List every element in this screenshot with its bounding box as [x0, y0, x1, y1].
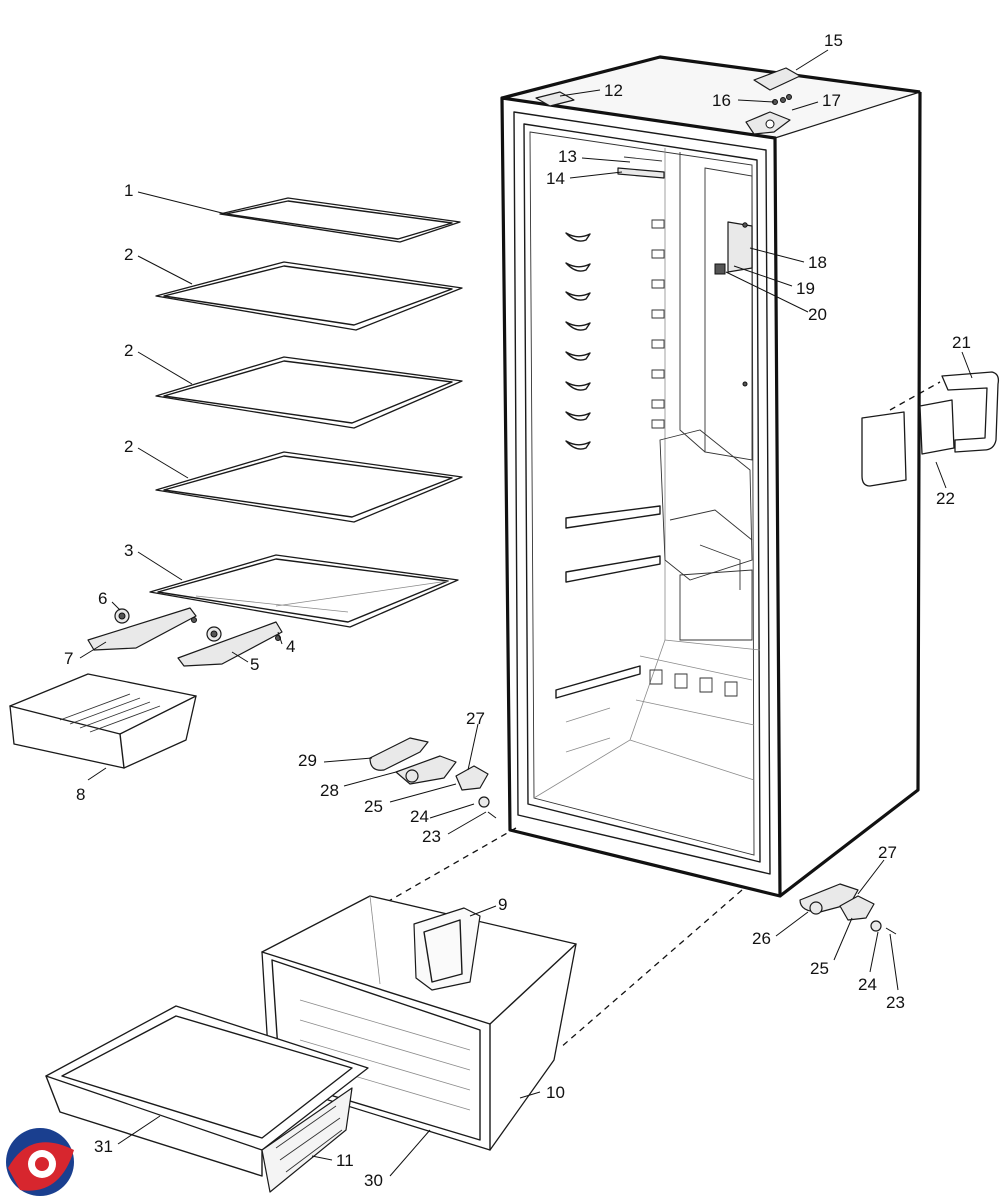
- brand-swirl-logo: [6, 1128, 74, 1196]
- callout-29: 29: [298, 751, 317, 770]
- assembly-line: [559, 889, 743, 1049]
- callout-17: 17: [822, 91, 841, 110]
- callout-3: 3: [124, 541, 133, 560]
- assembly-line: [379, 827, 517, 907]
- hinge-parts-upper: [369, 737, 497, 819]
- callout-15: 15: [824, 31, 843, 50]
- callout-14: 14: [546, 169, 565, 188]
- callout-6: 6: [98, 589, 107, 608]
- callout-10: 10: [546, 1083, 565, 1102]
- callout-30: 30: [364, 1171, 383, 1190]
- callout-23-lower: 23: [886, 993, 905, 1012]
- callout-7: 7: [64, 649, 73, 668]
- callout-24-lower: 24: [858, 975, 877, 994]
- callout-20: 20: [808, 305, 827, 324]
- callout-12: 12: [604, 81, 623, 100]
- crisper-cover: [45, 1005, 369, 1193]
- callout-8: 8: [76, 785, 85, 804]
- callout-18: 18: [808, 253, 827, 272]
- callout-23-upper: 23: [422, 827, 441, 846]
- callout-2-middle-shelf: 2: [124, 341, 133, 360]
- refrigerator-cabinet: [500, 55, 922, 898]
- callout-24-upper: 24: [410, 807, 429, 826]
- callout-21: 21: [952, 333, 971, 352]
- callout-26: 26: [752, 929, 771, 948]
- callout-28: 28: [320, 781, 339, 800]
- callout-11: 11: [336, 1151, 354, 1170]
- callout-27-lower: 27: [878, 843, 897, 862]
- callout-16: 16: [712, 91, 731, 110]
- callout-1: 1: [124, 181, 133, 200]
- callout-22: 22: [936, 489, 955, 508]
- callout-25-upper: 25: [364, 797, 383, 816]
- side-bracket-parts: [861, 371, 1000, 487]
- callout-25-lower: 25: [810, 959, 829, 978]
- small-drawer: [9, 673, 197, 769]
- crisper-cover-brackets: [87, 607, 283, 667]
- callout-9: 9: [498, 895, 507, 914]
- callout-19: 19: [796, 279, 815, 298]
- callout-leaders: [79, 49, 973, 1177]
- callout-27-upper: 27: [466, 709, 485, 728]
- callout-2-lower-shelf: 2: [124, 437, 133, 456]
- callout-31: 31: [94, 1137, 113, 1156]
- callout-13: 13: [558, 147, 577, 166]
- callout-2-upper-shelf: 2: [124, 245, 133, 264]
- callout-5: 5: [250, 655, 259, 674]
- hinge-parts-lower: [799, 883, 897, 935]
- callout-4: 4: [286, 637, 295, 656]
- glass-shelves: [149, 197, 463, 628]
